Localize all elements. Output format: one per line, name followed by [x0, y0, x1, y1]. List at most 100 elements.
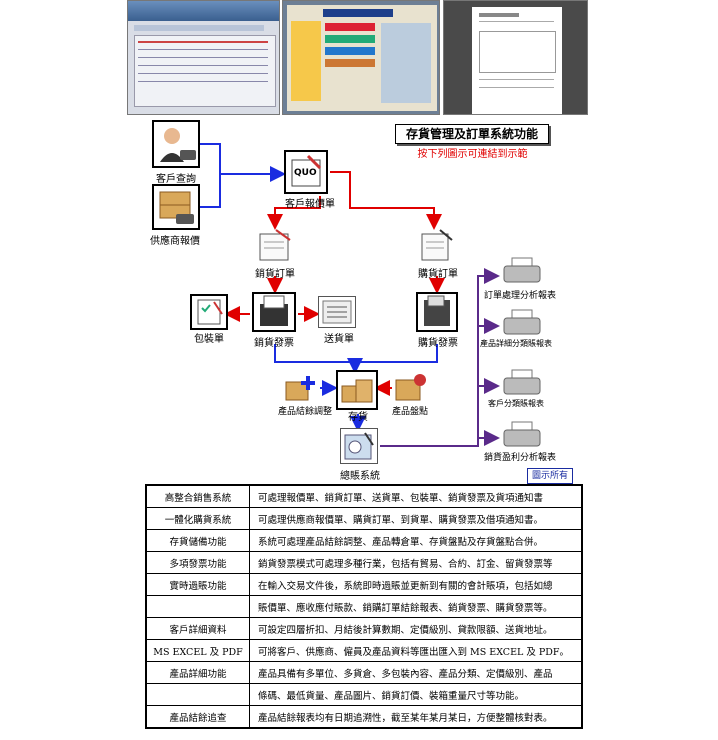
feature-value: 在輸入交易文件後，系統即時過賬並更新到有關的會計賬項，包括如總 [249, 573, 583, 596]
report-profit-label: 銷貨盈利分析報表 [484, 453, 557, 463]
packing-checklist-icon [197, 299, 223, 325]
feature-row: 產品結餘追查產品結餘報表均有日期追溯性，截至某年某月某日，方便整體核對表。 [145, 705, 583, 729]
show-all-tag[interactable]: 圖示所有 [527, 468, 573, 484]
purchase-invoice-node[interactable] [416, 292, 458, 332]
feature-key: 產品詳細功能 [145, 661, 250, 684]
connector-reports-bus [380, 268, 500, 447]
feature-row: 實時過賬功能在輸入交易文件後，系統即時過賬並更新到有關的會計賬項，包括如總 [145, 573, 583, 596]
product-adjust-label: 產品結餘調整 [278, 407, 333, 417]
printer-icon [503, 309, 541, 335]
delivery-note-node[interactable] [318, 296, 356, 328]
feature-row: 客戶詳細資料可設定四層折扣、月結後計算數期、定價級別、貸款限額、送貨地址。 [145, 617, 583, 640]
quote-icon-text: QUO [294, 168, 317, 178]
feature-key [145, 595, 250, 618]
packing-list-label: 包裝單 [194, 334, 224, 345]
connector-invoice-to-inventory [274, 344, 363, 374]
box-plus-icon [285, 376, 315, 401]
product-adjust-node[interactable] [284, 370, 320, 404]
signed-document-icon [421, 229, 453, 261]
feature-value: 可設定四層折扣、月結後計算數期、定價級別、貸款限額、送貨地址。 [249, 617, 583, 640]
purchase-invoice-label: 購貨發票 [418, 338, 458, 349]
ledger-node[interactable] [340, 428, 378, 464]
feature-value: 可將客戶、供應商、僱員及產品資料等匯出匯入到 MS EXCEL 及 PDF。 [249, 639, 583, 662]
feature-key: 多項發票功能 [145, 551, 250, 574]
printer-icon [503, 421, 541, 447]
ledger-label: 總賬系統 [340, 471, 380, 482]
connector-supplier-to-quote [200, 174, 221, 208]
feature-row: 多項發票功能銷貨發票模式可處理多種行業，包括有貿易、合約、訂金、留貨發票等 [145, 551, 583, 574]
invoice-printer-icon [260, 295, 288, 326]
box-phone-icon [159, 191, 194, 224]
feature-row: 一體化購貨系統可處理供應商報價單、購貨訂單、到貨單、購貨發票及借項通知書。 [145, 507, 583, 530]
page-subtitle: 按下列圖示可連結到示範 [417, 149, 528, 160]
screenshot-main-menu[interactable] [282, 0, 440, 115]
feature-value: 銷貨發票模式可處理多種行業，包括有貿易、合約、訂金、留貨發票等 [249, 551, 583, 574]
feature-key: 存貨儲備功能 [145, 529, 250, 552]
customer-query-label: 客戶查詢 [156, 174, 196, 185]
screenshot-invoice-document[interactable] [443, 0, 588, 115]
supplier-quote-node[interactable] [152, 184, 200, 230]
customer-quote-label: 客戶報價單 [285, 199, 335, 210]
stocktake-node[interactable] [392, 370, 430, 404]
feature-value: 可處理供應商報價單、購貨訂單、到貨單、購貨發票及借項通知書。 [249, 507, 583, 530]
sales-order-node[interactable] [256, 228, 294, 264]
report-order-label: 訂單處理分析報表 [484, 291, 557, 301]
report-order-node[interactable] [500, 256, 544, 286]
stacked-boxes-icon [341, 379, 373, 403]
printer-icon [503, 369, 541, 395]
connector-query-to-quote [200, 143, 286, 182]
feature-key: 產品結餘追查 [145, 705, 250, 729]
feature-key: 一體化購貨系統 [145, 507, 250, 530]
supplier-quote-label: 供應商報價 [150, 236, 200, 247]
scroll-document-icon [259, 229, 291, 261]
quote-document-icon [291, 154, 322, 187]
delivery-list-icon [322, 300, 352, 324]
customer-quote-node[interactable]: QUO [284, 150, 328, 194]
customer-query-node[interactable] [152, 120, 200, 168]
feature-value: 產品結餘報表均有日期追溯性，截至某年某月某日，方便整體核對表。 [249, 705, 583, 729]
page-title: 存貨管理及訂單系統功能 [395, 124, 549, 144]
stocktake-label: 產品盤點 [392, 407, 429, 417]
feature-value: 產品具備有多單位、多貨倉、多包裝內容、產品分類、定價級別、產品 [249, 661, 583, 684]
inventory-label: 存貨 [348, 412, 368, 423]
connector-quote-right [330, 171, 442, 230]
printer-icon [503, 257, 541, 283]
sales-invoice-node[interactable] [252, 292, 296, 332]
report-customer-node[interactable] [500, 368, 544, 398]
feature-value: 條碼、最低貨量、產品圖片、銷貨訂價、裝箱重量尺寸等功能。 [249, 683, 583, 706]
inventory-node[interactable] [336, 370, 378, 410]
feature-row: 高整合銷售系統可處理報價單、銷貨訂單、送貨單、包裝單、銷貨發票及貨項通知書 [145, 484, 583, 508]
packing-list-node[interactable] [190, 294, 228, 330]
feature-value: 可處理報價單、銷貨訂單、送貨單、包裝單、銷貨發票及貨項通知書 [249, 484, 583, 508]
report-customer-label: 客戶分類賬報表 [488, 399, 544, 408]
person-phone-icon [160, 128, 196, 162]
report-product-node[interactable] [500, 308, 544, 338]
report-product-label: 產品詳細分類賬報表 [480, 339, 552, 348]
feature-key: 客戶詳細資料 [145, 617, 250, 640]
delivery-note-label: 送貨單 [324, 334, 354, 345]
feature-row: 存貨儲備功能系統可處理產品結餘調整、產品轉倉單、存貨盤點及存貨盤點合併。 [145, 529, 583, 552]
feature-value: 系統可處理產品結餘調整、產品轉倉單、存貨盤點及存貨盤點合併。 [249, 529, 583, 552]
screenshot-sales-window[interactable] [127, 0, 280, 115]
ledger-book-icon [344, 432, 374, 460]
feature-key: 實時過賬功能 [145, 573, 250, 596]
feature-key: MS EXCEL 及 PDF [145, 639, 250, 662]
purchase-order-label: 購貨訂單 [418, 269, 458, 280]
feature-row: 賬價單、應收應付賬款、銷購訂單結餘報表、銷貨發票、購貨發票等。 [145, 595, 583, 618]
feature-value: 賬價單、應收應付賬款、銷購訂單結餘報表、銷貨發票、購貨發票等。 [249, 595, 583, 618]
sales-order-label: 銷貨訂單 [255, 269, 295, 280]
sales-invoice-label: 銷貨發票 [254, 338, 294, 349]
feature-key: 高整合銷售系統 [145, 484, 250, 508]
connector-pinvoice-to-inventory [355, 344, 438, 363]
purchase-invoice-icon [424, 295, 450, 326]
purchase-order-node[interactable] [418, 228, 456, 264]
box-count-icon [395, 374, 426, 401]
feature-row: 條碼、最低貨量、產品圖片、銷貨訂價、裝箱重量尺寸等功能。 [145, 683, 583, 706]
feature-key [145, 683, 250, 706]
connector-quote-split [267, 196, 321, 230]
report-profit-node[interactable] [500, 420, 544, 450]
feature-row: 產品詳細功能產品具備有多單位、多貨倉、多包裝內容、產品分類、定價級別、產品 [145, 661, 583, 684]
features-table: 高整合銷售系統可處理報價單、銷貨訂單、送貨單、包裝單、銷貨發票及貨項通知書一體化… [145, 484, 583, 729]
